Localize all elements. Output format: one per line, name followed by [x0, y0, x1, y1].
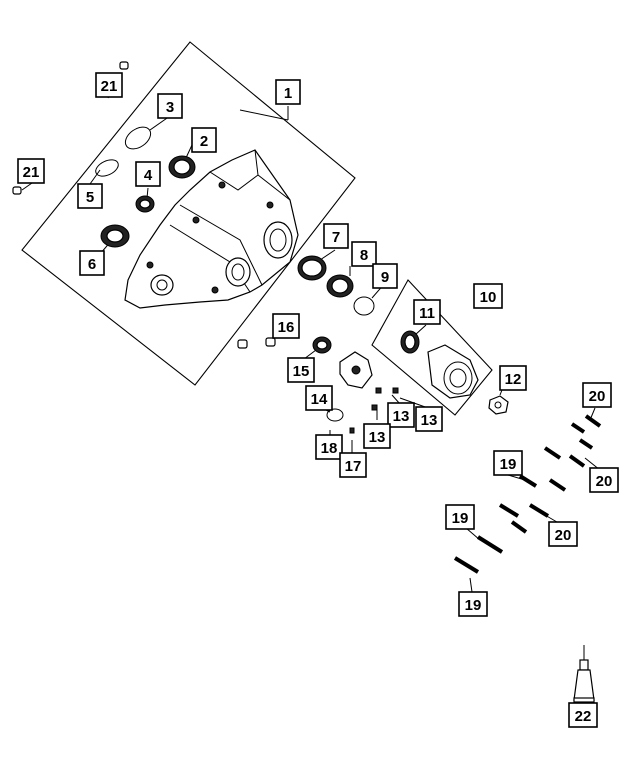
nut-12: [488, 395, 509, 415]
dowel-21-left: [12, 186, 22, 195]
svg-text:3: 3: [166, 99, 174, 116]
bolts-20-upper: [570, 414, 602, 450]
svg-text:19: 19: [500, 456, 517, 473]
sealant-tube-22: [573, 645, 595, 703]
housing-assembly-frame: [21, 41, 356, 386]
svg-text:8: 8: [360, 247, 368, 264]
svg-text:13: 13: [421, 412, 438, 429]
callout-9: 9: [372, 263, 398, 289]
o-ring-9: [353, 296, 375, 316]
callout-18: 18: [315, 434, 343, 460]
svg-text:19: 19: [452, 510, 469, 527]
callout-21-left: 21: [17, 158, 45, 184]
output-assembly-frame: [371, 279, 493, 416]
svg-text:1: 1: [284, 85, 292, 102]
callout-11: 11: [413, 299, 441, 325]
seal-11: [400, 330, 420, 354]
callout-10: 10: [473, 283, 503, 309]
svg-text:13: 13: [369, 429, 386, 446]
svg-text:21: 21: [23, 164, 40, 181]
callout-17: 17: [339, 452, 367, 478]
shift-actuator: [339, 351, 373, 389]
svg-text:2: 2: [200, 133, 208, 150]
svg-text:20: 20: [589, 388, 606, 405]
callout-4: 4: [135, 161, 161, 187]
bolts-20-mid: [543, 446, 586, 492]
snap-ring-3: [124, 126, 152, 150]
dowel-21-top: [119, 61, 129, 70]
bearing-4: [135, 195, 155, 213]
callout-5: 5: [77, 183, 103, 209]
callout-19-a: 19: [493, 450, 523, 476]
callout-13-c: 13: [363, 423, 391, 449]
svg-text:13: 13: [393, 408, 410, 425]
callout-15: 15: [287, 357, 315, 383]
callout-7: 7: [323, 223, 349, 249]
svg-text:11: 11: [419, 305, 435, 322]
svg-text:15: 15: [293, 363, 310, 380]
svg-text:4: 4: [144, 167, 153, 184]
svg-text:14: 14: [311, 391, 328, 408]
callout-20-b: 20: [589, 467, 619, 493]
svg-text:19: 19: [465, 597, 482, 614]
seal-8: [326, 274, 354, 298]
svg-text:10: 10: [480, 289, 497, 306]
transfer-case-housing: [124, 149, 299, 309]
svg-text:18: 18: [321, 440, 338, 457]
svg-text:12: 12: [505, 371, 522, 388]
svg-text:21: 21: [101, 78, 118, 95]
svg-text:16: 16: [278, 319, 295, 336]
callout-13-b: 13: [415, 406, 443, 432]
svg-text:20: 20: [555, 527, 572, 544]
callout-20-c: 20: [548, 521, 578, 547]
callout-1: 1: [275, 79, 301, 105]
plug-17: [349, 427, 355, 434]
snap-ring-5: [95, 159, 119, 177]
screws-13: [371, 387, 399, 411]
callout-6: 6: [79, 250, 105, 276]
callout-8: 8: [351, 241, 377, 267]
bolts-19-mid: [498, 474, 550, 534]
callout-22: 22: [568, 702, 598, 728]
svg-text:5: 5: [86, 189, 94, 206]
svg-text:7: 7: [332, 229, 340, 246]
bolts-19-lower: [453, 535, 504, 574]
output-flange: [427, 344, 479, 399]
seal-2: [168, 155, 196, 179]
gasket-14: [326, 408, 344, 422]
callout-19-c: 19: [458, 591, 488, 617]
callout-20-a: 20: [582, 382, 612, 408]
callout-2: 2: [191, 127, 217, 153]
svg-text:22: 22: [575, 708, 592, 725]
svg-text:20: 20: [596, 473, 613, 490]
seal-15: [312, 336, 332, 354]
callout-14: 14: [305, 385, 333, 411]
callout-19-b: 19: [445, 504, 475, 530]
svg-text:17: 17: [345, 458, 362, 475]
callout-3: 3: [157, 93, 183, 119]
callout-16: 16: [272, 313, 300, 339]
bearing-6: [100, 224, 130, 248]
callout-12: 12: [499, 365, 527, 391]
dowels-16: [237, 337, 276, 349]
svg-text:9: 9: [381, 269, 389, 286]
svg-text:6: 6: [88, 256, 96, 273]
callout-13-a: 13: [387, 402, 415, 428]
seal-7: [297, 255, 327, 281]
callout-21-top: 21: [95, 72, 123, 98]
